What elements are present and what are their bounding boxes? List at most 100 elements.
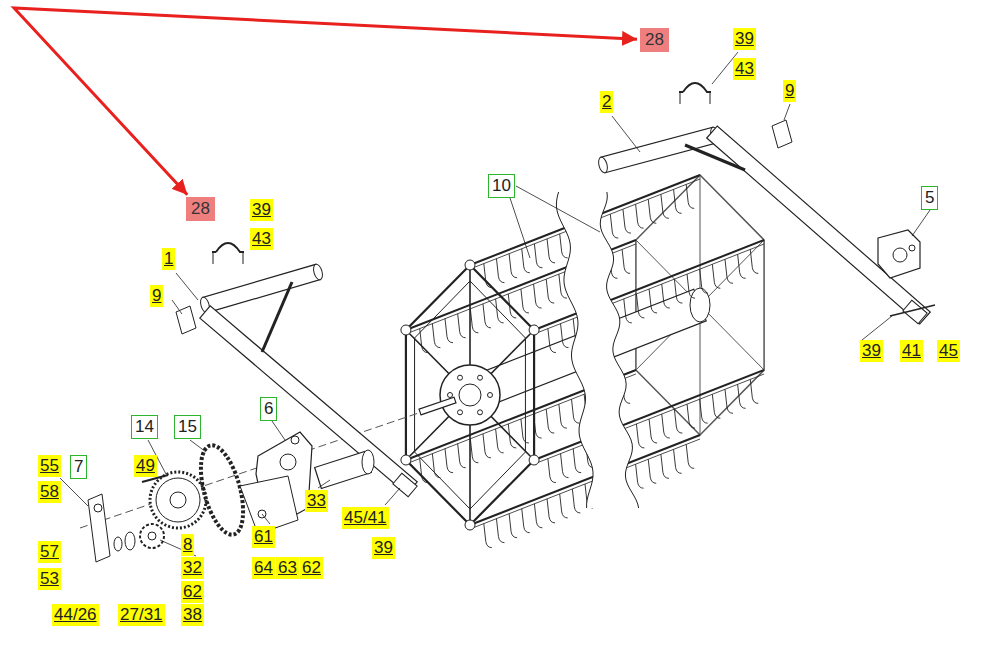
tine-bar-edge <box>470 439 700 529</box>
tine-bar <box>534 370 764 460</box>
spring-tine <box>648 459 656 483</box>
left-arm-tube-end <box>312 263 324 281</box>
spring-tine <box>622 249 630 273</box>
callout-number: 63 <box>276 557 299 579</box>
clamp <box>212 243 244 252</box>
bolt-hole <box>488 393 493 398</box>
clamp-bolt <box>680 92 681 104</box>
spring-tine <box>623 209 631 233</box>
bolt-hole <box>458 410 463 415</box>
left-arm-tube <box>203 264 320 312</box>
spring-tine <box>572 489 580 513</box>
break-edge <box>600 192 638 508</box>
callout-number: 39 <box>372 537 395 559</box>
spring-tine <box>636 204 644 228</box>
spring-tine <box>432 324 440 348</box>
leader-line <box>262 514 270 524</box>
spring-tine <box>445 319 453 343</box>
spring-tine <box>750 249 758 273</box>
spring-tine <box>674 279 682 303</box>
spring-tine <box>548 459 556 483</box>
spring-tine <box>470 439 478 463</box>
callout-number: 38 <box>181 604 204 626</box>
spring-tine <box>547 499 555 523</box>
spring-tine <box>521 289 529 313</box>
callout-number: 62 <box>300 557 323 579</box>
callout-number: 39 <box>860 340 883 362</box>
spring-tine <box>700 399 708 423</box>
bracket-hole <box>893 248 907 262</box>
leader-line <box>516 186 600 232</box>
callout-number: 33 <box>305 490 328 512</box>
washer <box>125 532 135 550</box>
bolt <box>890 305 935 316</box>
leader-line <box>272 421 285 440</box>
idler-hub <box>148 532 156 540</box>
bar-bearing <box>401 325 411 335</box>
spring-tine <box>560 494 568 518</box>
callout-number: 14 <box>131 415 158 439</box>
callout-number: 27/31 <box>118 604 165 626</box>
spring-tine <box>483 434 491 458</box>
spring-tine <box>534 284 542 308</box>
spring-tine <box>687 274 695 298</box>
callout-number: 8 <box>181 534 194 556</box>
callout-number: 32 <box>181 557 204 579</box>
spring-tine <box>573 449 581 473</box>
leader-line <box>385 488 400 505</box>
spring-tine <box>484 524 492 548</box>
spring-tine <box>496 259 504 283</box>
spring-tine <box>686 184 694 208</box>
spring-tine <box>572 399 580 423</box>
bracket-assembly <box>878 230 920 278</box>
clamp-bolt <box>710 92 711 104</box>
callout-number: 62 <box>181 581 204 603</box>
spring-tine <box>522 509 530 533</box>
bolt-hole <box>478 410 483 415</box>
callout-number: 10 <box>488 174 515 198</box>
leader-line <box>862 316 892 340</box>
callout-number: 53 <box>38 568 61 590</box>
arm-end-plate <box>393 473 417 497</box>
spring-tine <box>496 519 504 543</box>
callout-number: 44/26 <box>52 604 99 626</box>
bar-bearing <box>401 455 411 465</box>
spring-tine <box>674 409 682 433</box>
spring-tine <box>725 259 733 283</box>
spring-tine <box>522 249 530 273</box>
spring-tine <box>445 449 453 473</box>
right-arm-beam <box>707 126 931 324</box>
left-arm-brace <box>262 282 292 352</box>
callout-number: 9 <box>783 80 796 102</box>
sprocket-rim <box>156 478 200 522</box>
callout-number: 6 <box>260 397 277 421</box>
right-arm-brace <box>685 145 745 170</box>
bar-bearing <box>529 455 539 465</box>
spring-tine <box>674 189 682 213</box>
leader-line <box>612 116 640 152</box>
spring-tine <box>610 214 618 238</box>
gearbox-bearing <box>291 436 299 444</box>
spring-tine <box>559 404 567 428</box>
reel-back-spoke <box>700 175 701 305</box>
callout-number: 43 <box>733 58 756 80</box>
bar-bearing <box>465 520 475 530</box>
spring-tine <box>458 314 466 338</box>
spring-tine <box>686 444 694 468</box>
red-arrow <box>14 8 637 195</box>
reel-back-spoke <box>700 240 764 305</box>
callout-box: 28 <box>186 197 215 221</box>
callout-number: 28 <box>645 30 664 49</box>
spring-tine <box>547 239 555 263</box>
callout-number: 43 <box>250 228 273 250</box>
spring-tine <box>661 194 669 218</box>
spring-tine <box>738 384 746 408</box>
callout-number: 5 <box>921 186 938 210</box>
spring-tine <box>674 449 682 473</box>
callout-number: 7 <box>70 455 87 479</box>
motor-flange <box>362 450 374 474</box>
spring-tine <box>470 309 478 333</box>
spring-tine <box>560 234 568 258</box>
spring-tine <box>546 409 554 433</box>
